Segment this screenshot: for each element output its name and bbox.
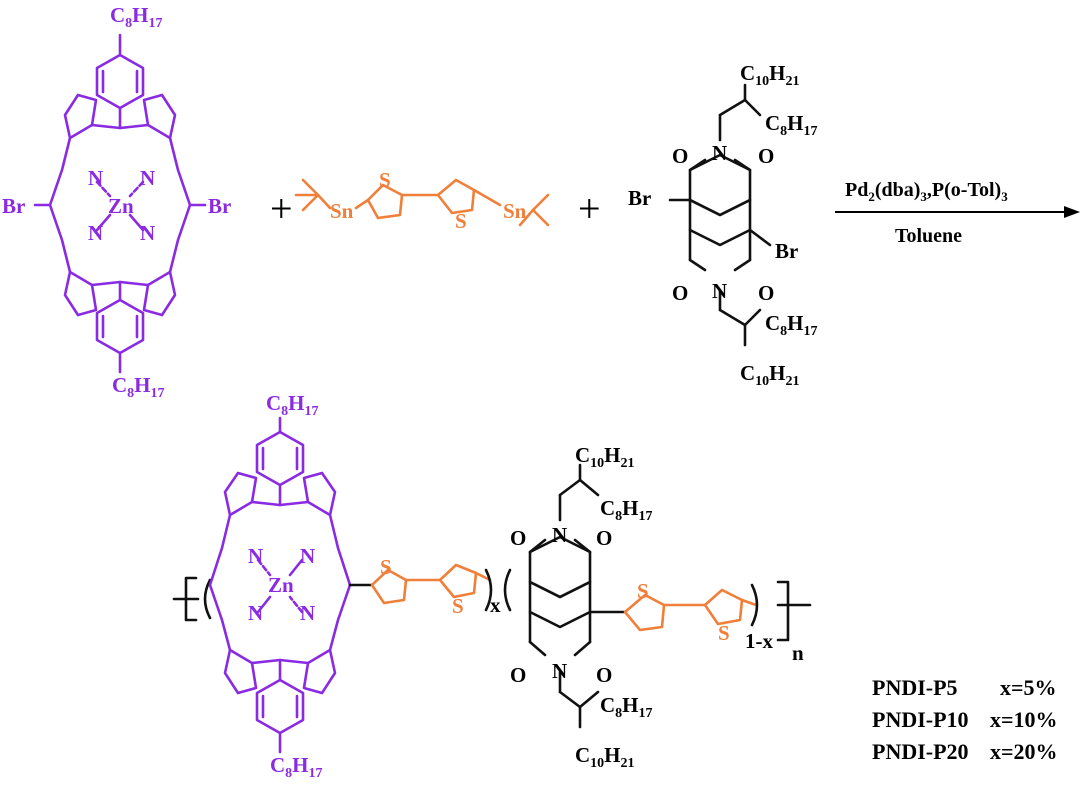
svg-text:C10H21: C10H21 (575, 743, 635, 771)
svg-text:Br: Br (628, 186, 651, 210)
svg-text:N: N (140, 166, 155, 190)
porphyrin-monomer-labels: C8H17 N N Zn N N Br Br C8H17 (2, 3, 231, 401)
ndi-unit (528, 463, 627, 729)
svg-text:Br: Br (208, 194, 231, 218)
svg-text:N: N (552, 523, 567, 547)
table-row-1-value: x=5% (1000, 675, 1057, 700)
svg-text:Sn: Sn (330, 199, 354, 223)
bithiophene-unit-1-labels: S S (380, 555, 464, 618)
svg-text:N: N (88, 166, 103, 190)
svg-text:N: N (248, 544, 263, 568)
svg-text:S: S (637, 579, 649, 603)
svg-text:C8H17: C8H17 (600, 496, 653, 524)
svg-text:C10H21: C10H21 (575, 443, 635, 471)
plus-sign-2: + (578, 186, 601, 231)
svg-text:N: N (248, 601, 263, 625)
porphyrin-unit (208, 416, 374, 754)
bracket-x (484, 568, 512, 612)
table-row-1-name: PNDI-P5 (872, 675, 958, 700)
svg-text:O: O (758, 144, 774, 168)
svg-text:Sn: Sn (503, 199, 527, 223)
bithiophene-unit-2 (623, 588, 758, 632)
svg-text:Zn: Zn (268, 573, 294, 597)
polymer-right-bracket (750, 580, 812, 642)
svg-text:C8H17: C8H17 (266, 391, 319, 419)
svg-text:C8H17: C8H17 (110, 3, 163, 31)
composition-table: PNDI-P5 x=5% PNDI-P10 x=10% PNDI-P20 x=2… (872, 675, 1058, 764)
svg-text:C8H17: C8H17 (765, 311, 818, 339)
svg-text:O: O (596, 663, 612, 687)
svg-text:C8H17: C8H17 (600, 693, 653, 721)
svg-text:S: S (379, 168, 391, 192)
svg-text:S: S (452, 594, 464, 618)
dibromo-ndi-labels: C10H21 C8H17 N O O Br Br O O N C8H17 C10… (628, 61, 818, 389)
distannyl-bithiophene-labels: Sn S S Sn (330, 168, 527, 233)
bithiophene-unit-1 (370, 563, 492, 605)
svg-text:O: O (510, 526, 526, 550)
table-row-3-value: x=20% (990, 739, 1058, 764)
svg-text:N: N (712, 141, 727, 165)
svg-text:N: N (88, 221, 103, 245)
svg-text:O: O (672, 144, 688, 168)
svg-text:N: N (300, 544, 315, 568)
svg-text:O: O (510, 663, 526, 687)
polymer-left-bracket (172, 576, 212, 622)
reaction-arrow (835, 206, 1080, 218)
svg-text:C8H17: C8H17 (270, 753, 323, 781)
distannyl-bithiophene (294, 178, 550, 227)
table-row-2-name: PNDI-P10 (872, 707, 969, 732)
svg-text:S: S (380, 555, 392, 579)
svg-text:Br: Br (775, 239, 798, 263)
svg-text:S: S (718, 621, 730, 645)
svg-text:Br: Br (2, 194, 25, 218)
svg-text:C10H21: C10H21 (740, 361, 800, 389)
svg-text:O: O (758, 281, 774, 305)
svg-text:C8H17: C8H17 (112, 373, 165, 401)
porphyrin-unit-labels: C8H17 N N Zn N N C8H17 (248, 391, 323, 781)
solvent-label: Toluene (895, 225, 962, 247)
svg-text:S: S (455, 209, 467, 233)
svg-text:N: N (140, 221, 155, 245)
svg-text:O: O (672, 281, 688, 305)
plus-sign-1: + (270, 186, 293, 231)
table-row-3-name: PNDI-P20 (872, 739, 969, 764)
svg-text:Zn: Zn (108, 194, 134, 218)
ndi-unit-labels: C10H21 C8H17 N O O O O N C8H17 C10H21 (510, 443, 653, 771)
svg-text:C10H21: C10H21 (740, 61, 800, 89)
subscript-n: n (792, 641, 804, 665)
svg-text:N: N (552, 659, 567, 683)
porphyrin-monomer (33, 33, 207, 374)
svg-text:N: N (712, 279, 727, 303)
subscript-one-minus-x: 1-x (745, 629, 773, 653)
bithiophene-unit-2-labels: S S (637, 579, 730, 645)
svg-text:O: O (596, 526, 612, 550)
svg-text:C8H17: C8H17 (765, 111, 818, 139)
dibromo-ndi (668, 83, 772, 347)
table-row-2-value: x=10% (990, 707, 1058, 732)
subscript-x: x (490, 593, 501, 617)
svg-text:N: N (300, 601, 315, 625)
catalyst-label: Pd2(dba)3,P(o-Tol)3 (845, 179, 1008, 204)
